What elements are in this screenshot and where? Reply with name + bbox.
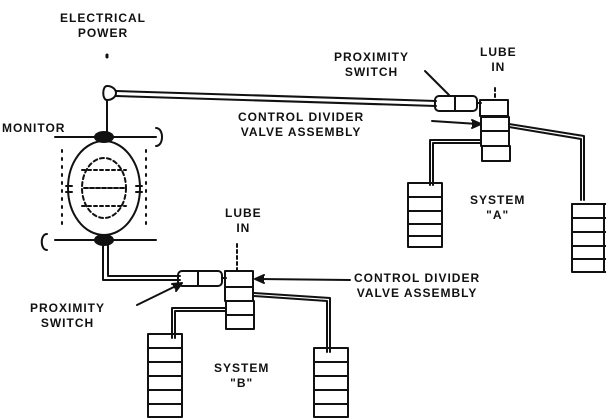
electrical-power-label: ELECTRICAL POWER [60,11,146,40]
top-signal-line [115,90,437,102]
monitor-label: MONITOR [2,121,66,135]
bottom-signal-line [102,244,181,281]
system-b-label: SYSTEM "B" [214,361,270,390]
monitor-unit [40,127,163,251]
bottom-proximity-switch-label: PROXIMITY SWITCH [30,301,106,330]
system-a-right-bank [571,203,606,273]
bottom-outlet-right-line [253,292,331,353]
power-plug-connector [102,85,117,101]
bottom-proximity-arrow [136,283,181,306]
top-outlet-right-line [508,123,585,201]
bottom-control-divider-arrow [257,278,351,281]
bottom-lube-in-label: LUBE IN [225,206,262,235]
top-outlet-left-line [429,139,482,186]
bottom-outlet-left-line [171,307,226,339]
top-control-divider-label: CONTROL DIVIDER VALVE ASSEMBLY [238,110,365,139]
bottom-valve-assembly [224,270,255,330]
top-proximity-switch-label: PROXIMITY SWITCH [334,50,410,79]
bottom-proximity-switch [177,270,223,287]
bottom-control-divider-label: CONTROL DIVIDER VALVE ASSEMBLY [354,271,481,300]
system-a-label: SYSTEM "A" [470,193,526,222]
top-proximity-arrow [424,70,450,96]
system-a-left-bank [407,182,443,248]
system-b-right-bank [313,347,349,418]
top-valve-assembly [479,99,511,162]
system-b-left-bank [147,333,183,418]
top-control-divider-arrow [431,120,479,125]
top-lube-in-label: LUBE IN [480,45,517,74]
